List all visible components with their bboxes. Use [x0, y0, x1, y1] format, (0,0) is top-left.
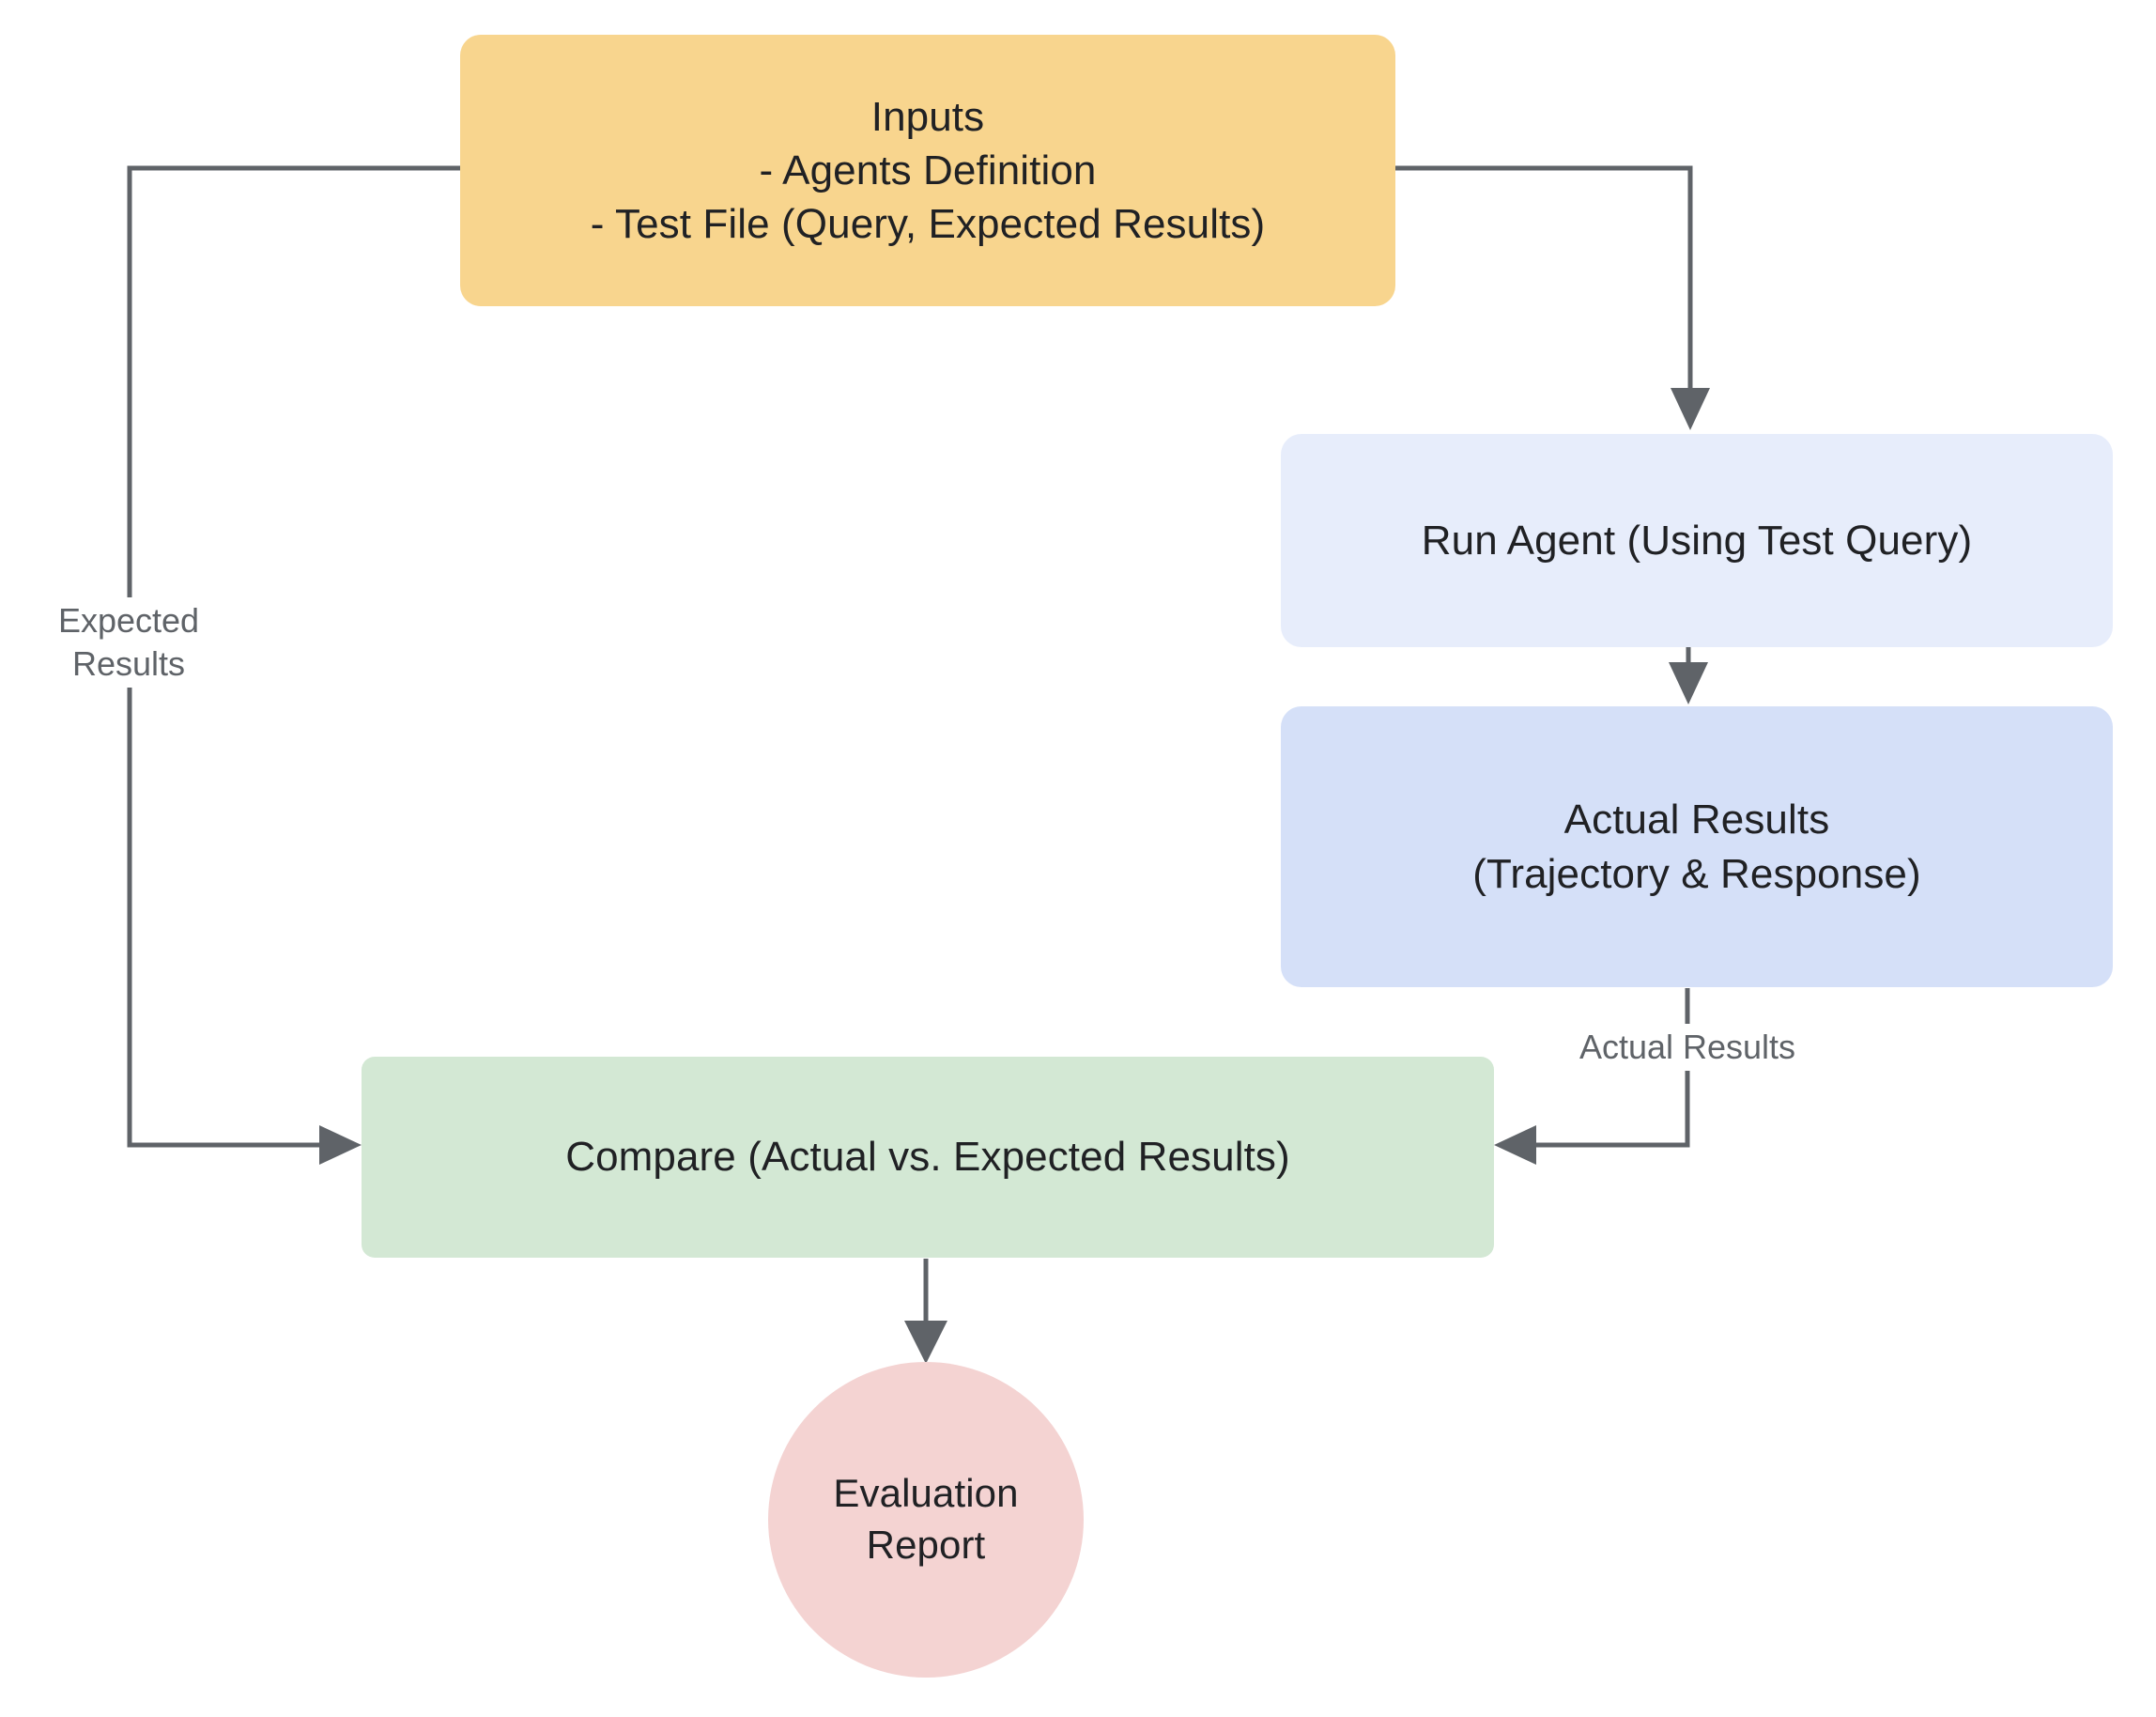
node-evaluation-report[interactable]: Evaluation Report	[768, 1362, 1084, 1678]
node-compare[interactable]: Compare (Actual vs. Expected Results)	[362, 1057, 1494, 1258]
node-run-agent[interactable]: Run Agent (Using Test Query)	[1281, 434, 2113, 647]
node-actual-results[interactable]: Actual Results (Trajectory & Response)	[1281, 706, 2113, 987]
edge-inputs-to-run-agent	[1395, 165, 1710, 430]
edge-label-actual-results: Actual Results	[1551, 1024, 1824, 1072]
edge-label-expected-results: Expected Results	[30, 597, 227, 688]
edge-run-agent-to-actual-results	[1669, 647, 1708, 704]
node-inputs[interactable]: Inputs - Agents Definition - Test File (…	[460, 35, 1395, 306]
edge-compare-to-evaluation-report	[904, 1259, 947, 1364]
edge-actual-results-to-compare	[1494, 988, 1690, 1165]
